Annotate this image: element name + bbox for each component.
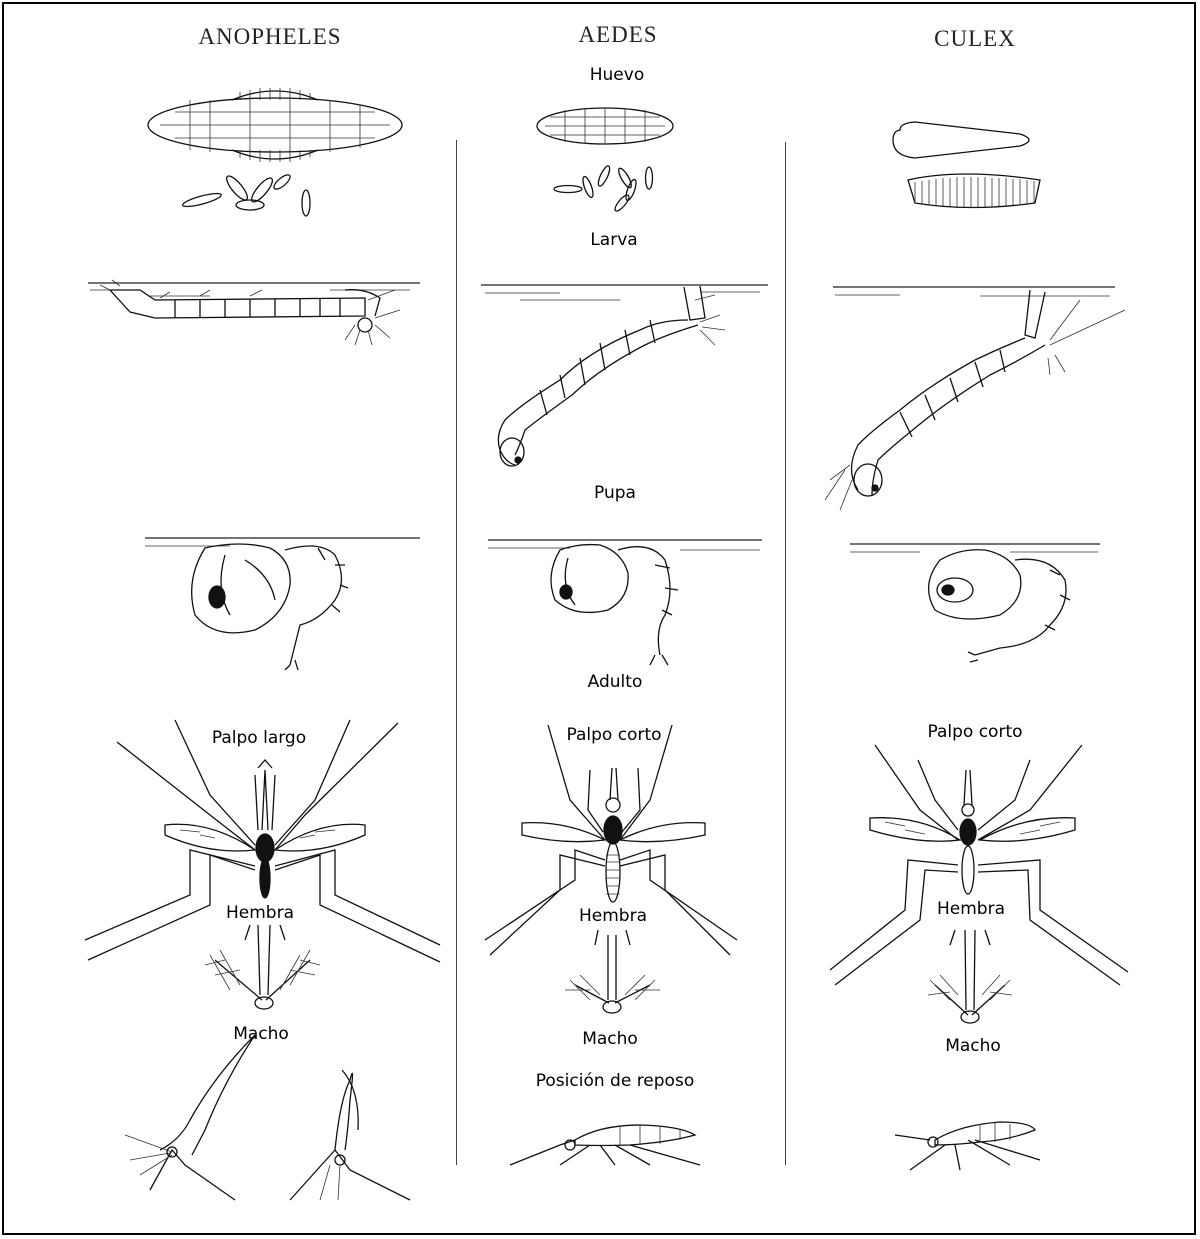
aedes-pupa-drawing [488, 540, 762, 665]
culex-male-head-drawing [928, 930, 1012, 1023]
culex-larva-drawing [825, 287, 1125, 510]
aedes-female-drawing [485, 725, 737, 955]
culex-egg-raft-drawing [908, 174, 1040, 208]
aedes-resting-position-drawing [510, 1125, 700, 1165]
culex-resting-position-drawing [895, 1122, 1040, 1170]
anopheles-single-eggs-drawing [182, 173, 310, 216]
culex-pupa-drawing [850, 544, 1100, 662]
anopheles-egg-raft-drawing [148, 88, 402, 162]
aedes-egg-drawing [537, 108, 673, 144]
anopheles-resting-position-drawing [125, 1035, 410, 1200]
anopheles-pupa-drawing [145, 538, 420, 670]
anopheles-female-drawing [85, 720, 440, 962]
culex-female-drawing [830, 745, 1128, 985]
anopheles-male-head-drawing [205, 925, 320, 1009]
aedes-male-head-drawing [565, 930, 660, 1013]
anopheles-larva-drawing [88, 280, 420, 345]
aedes-single-eggs-drawing [554, 165, 653, 213]
culex-egg-drawing [893, 122, 1029, 158]
aedes-larva-drawing [481, 285, 768, 466]
